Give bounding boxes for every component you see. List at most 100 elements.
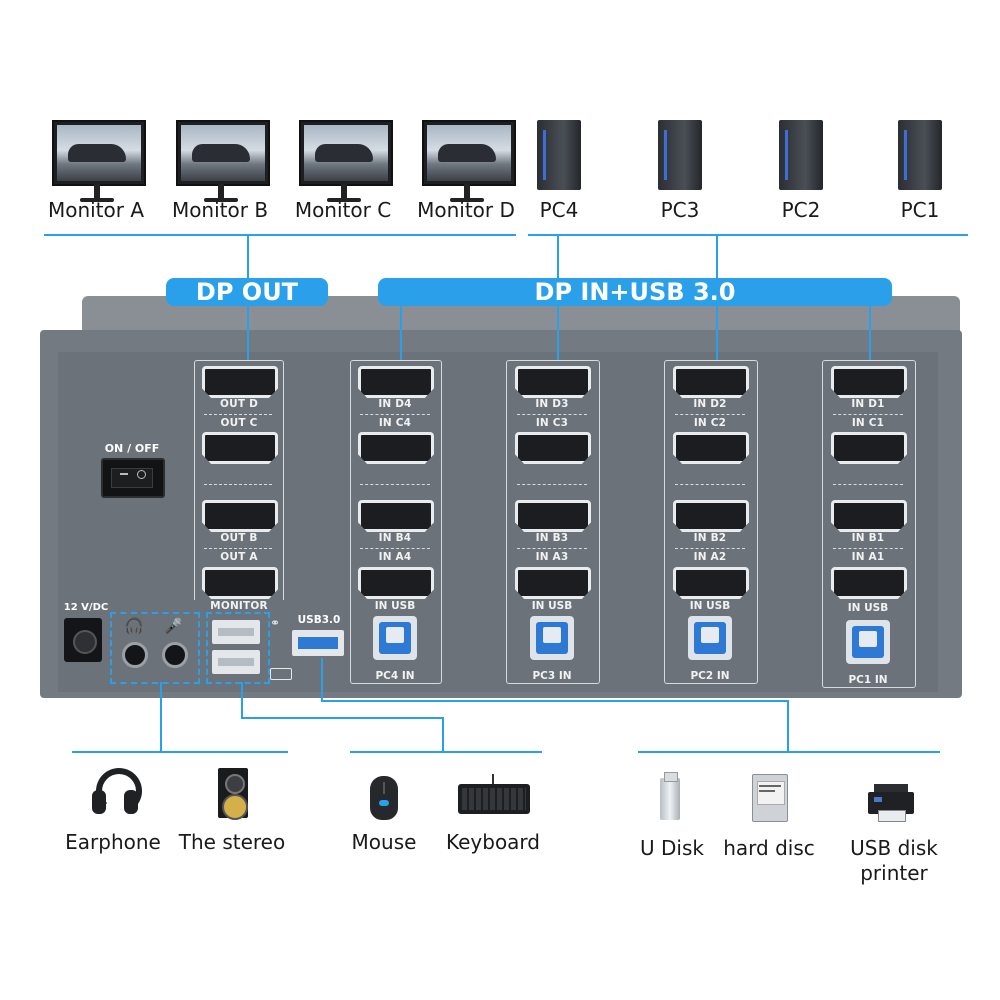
pc4-in-label: PC4 IN (375, 670, 415, 682)
separator (360, 548, 430, 549)
separator (517, 414, 587, 415)
in-b2-port[interactable] (673, 500, 749, 532)
u-disk-label: U Disk (640, 836, 704, 860)
in-b2-label: IN B2 (693, 532, 727, 544)
separator (675, 414, 745, 415)
group-link-line (716, 306, 718, 360)
microphone-jack-icon: 🎤 (164, 618, 183, 635)
audio-bus-line (72, 751, 288, 753)
pc1-label: PC1 (900, 198, 940, 222)
in-a3-port[interactable] (515, 567, 591, 599)
audio-jacks-group (110, 612, 200, 684)
in-d3-label: IN D3 (535, 398, 569, 410)
printer-label-line1: USB disk (850, 836, 938, 860)
earphone-label: Earphone (65, 830, 161, 854)
headphone-jack[interactable] (122, 642, 148, 668)
usb-hid-group (206, 612, 270, 684)
monitor-d-label: Monitor D (417, 198, 515, 222)
in-c1-port[interactable] (831, 432, 907, 464)
pc3-in-label: PC3 IN (532, 670, 572, 682)
usb-a-port-top[interactable] (212, 620, 260, 644)
power-switch[interactable] (101, 458, 165, 498)
group-link-line (247, 306, 249, 360)
dc-jack[interactable] (64, 618, 102, 662)
microphone-jack[interactable] (162, 642, 188, 668)
pc2-in-label: PC2 IN (690, 670, 730, 682)
speaker-icon (218, 768, 248, 820)
separator (833, 484, 903, 485)
in-c3-port[interactable] (515, 432, 591, 464)
hid-bus-line (350, 751, 542, 753)
out-c-port[interactable] (202, 432, 278, 464)
in-b1-port[interactable] (831, 500, 907, 532)
pc4-label: PC4 (539, 198, 579, 222)
separator (360, 414, 430, 415)
usb-b-port-pc1[interactable] (846, 620, 890, 664)
in-a3-label: IN A3 (535, 551, 569, 563)
usb-b-port-pc2[interactable] (688, 616, 732, 660)
separator (675, 548, 745, 549)
in-b4-label: IN B4 (378, 532, 412, 544)
usb3-route-line-2 (787, 700, 789, 753)
usb-drive-icon (660, 772, 680, 820)
separator (517, 484, 587, 485)
dc-label: 12 V/DC (63, 602, 109, 613)
audio-drop-line (160, 682, 162, 752)
in-d2-label: IN D2 (693, 398, 727, 410)
pc-bus-line (528, 234, 968, 236)
in-b4-port[interactable] (358, 500, 434, 532)
in-a2-port[interactable] (673, 567, 749, 599)
in-usb-label: IN USB (531, 600, 573, 612)
in-usb-label: IN USB (847, 602, 889, 614)
in-d1-port[interactable] (831, 366, 907, 398)
stereo-label: The stereo (178, 830, 286, 854)
pc4-input-group (350, 360, 442, 684)
monitor-c-label: Monitor C (294, 198, 392, 222)
mouse-small-icon: ⚭ (270, 616, 281, 630)
in-d4-port[interactable] (358, 366, 434, 398)
pc3-label: PC3 (660, 198, 700, 222)
monitor-bus-line (44, 234, 516, 236)
out-b-port[interactable] (202, 500, 278, 532)
in-d4-label: IN D4 (378, 398, 412, 410)
in-d2-port[interactable] (673, 366, 749, 398)
separator (204, 484, 272, 485)
in-c2-port[interactable] (673, 432, 749, 464)
monitor-footer-label: MONITOR (194, 600, 284, 612)
hid-drop-line (241, 682, 243, 718)
in-a4-label: IN A4 (378, 551, 412, 563)
usb-b-port-pc3[interactable] (530, 616, 574, 660)
dp-in-usb-banner: DP IN+USB 3.0 (378, 278, 892, 306)
usb3-label: USB3.0 (297, 614, 341, 626)
in-a4-port[interactable] (358, 567, 434, 599)
usb-b-port-pc4[interactable] (373, 616, 417, 660)
out-b-label: OUT B (220, 532, 258, 544)
group-link-line (869, 306, 871, 360)
usb3-route-line (321, 700, 789, 702)
hard-disc-label: hard disc (723, 836, 815, 860)
in-a2-label: IN A2 (693, 551, 727, 563)
headphones-icon (92, 768, 142, 820)
mouse-icon (370, 776, 398, 820)
pc1-input-group (822, 360, 916, 688)
separator (360, 484, 430, 485)
in-d3-port[interactable] (515, 366, 591, 398)
in-usb-label: IN USB (689, 600, 731, 612)
usb3-drop-line (321, 658, 323, 702)
in-b3-port[interactable] (515, 500, 591, 532)
pc2-input-group (664, 360, 758, 684)
in-c4-port[interactable] (358, 432, 434, 464)
keyboard-small-icon (270, 668, 292, 680)
hard-disk-icon (752, 774, 788, 822)
monitor-drop-line (247, 234, 249, 280)
out-c-label: OUT C (220, 417, 258, 429)
in-a1-port[interactable] (831, 567, 907, 599)
usb3-port[interactable] (292, 630, 344, 656)
separator (517, 548, 587, 549)
usb-a-port-bottom[interactable] (212, 650, 260, 674)
in-a1-label: IN A1 (851, 551, 885, 563)
out-d-label: OUT D (220, 398, 258, 410)
in-c2-label: IN C2 (693, 417, 727, 429)
out-d-port[interactable] (202, 366, 278, 398)
out-a-port[interactable] (202, 567, 278, 599)
